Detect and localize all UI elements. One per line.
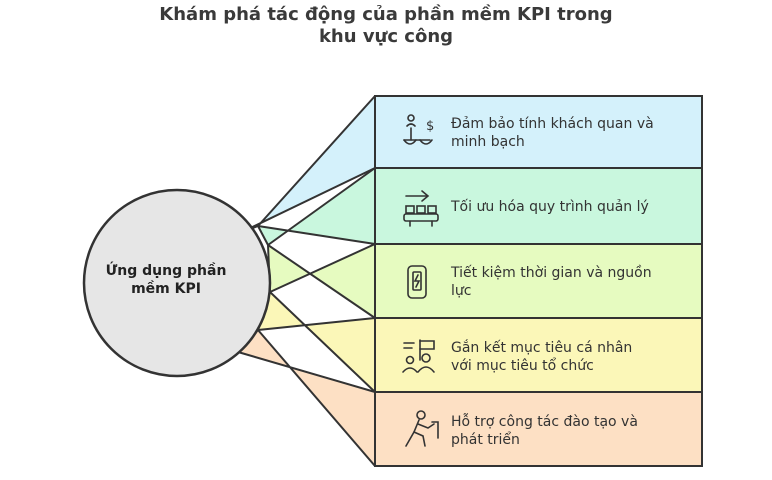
- phone-battery-icon: [407, 265, 427, 299]
- branch-1-label: Đảm bảo tính khách quan và minh bạch: [451, 115, 691, 151]
- branch-2-label: Tối ưu hóa quy trình quản lý: [451, 198, 691, 216]
- band-1: [374, 95, 703, 169]
- branch-5-line-2: phát triển: [451, 432, 520, 448]
- branch-5-line-1: Hỗ trợ công tác đào tạo và: [451, 414, 638, 430]
- branch-3-line-2: lực: [451, 283, 472, 299]
- hub-label-line-1: Ứng dụng phần: [105, 263, 227, 279]
- title-line-2: khu vực công: [318, 26, 454, 47]
- title-line-1: Khám phá tác động của phần mềm KPI trong: [159, 4, 613, 25]
- branch-4-line-2: với mục tiêu tổ chức: [451, 358, 594, 374]
- diagram-title: Khám phá tác động của phần mềm KPI trong…: [0, 4, 772, 48]
- hub-label-line-2: mềm KPI: [131, 281, 201, 297]
- svg-text:$: $: [426, 119, 434, 134]
- branch-4-label: Gắn kết mục tiêu cá nhân với mục tiêu tổ…: [451, 339, 691, 375]
- goal-flag-people-icon: [402, 339, 435, 373]
- person-climbing-icon: [405, 410, 439, 447]
- branch-1-line-2: minh bạch: [451, 134, 525, 150]
- branch-1-line-1: Đảm bảo tính khách quan và: [451, 116, 654, 132]
- conveyor-process-icon: [403, 190, 439, 227]
- branch-5-label: Hỗ trợ công tác đào tạo và phát triển: [451, 413, 691, 449]
- branch-4-line-1: Gắn kết mục tiêu cá nhân: [451, 340, 633, 356]
- hub-label: Ứng dụng phần mềm KPI: [100, 262, 232, 298]
- branch-3-line-1: Tiết kiệm thời gian và nguồn: [451, 265, 652, 281]
- branch-3-label: Tiết kiệm thời gian và nguồn lực: [451, 264, 691, 300]
- branch-2-line-1: Tối ưu hóa quy trình quản lý: [451, 199, 649, 215]
- band-3: [374, 243, 703, 319]
- band-5: [374, 391, 703, 467]
- hub-circle: [82, 188, 272, 378]
- balance-scale-dollar-icon: $: [403, 114, 434, 145]
